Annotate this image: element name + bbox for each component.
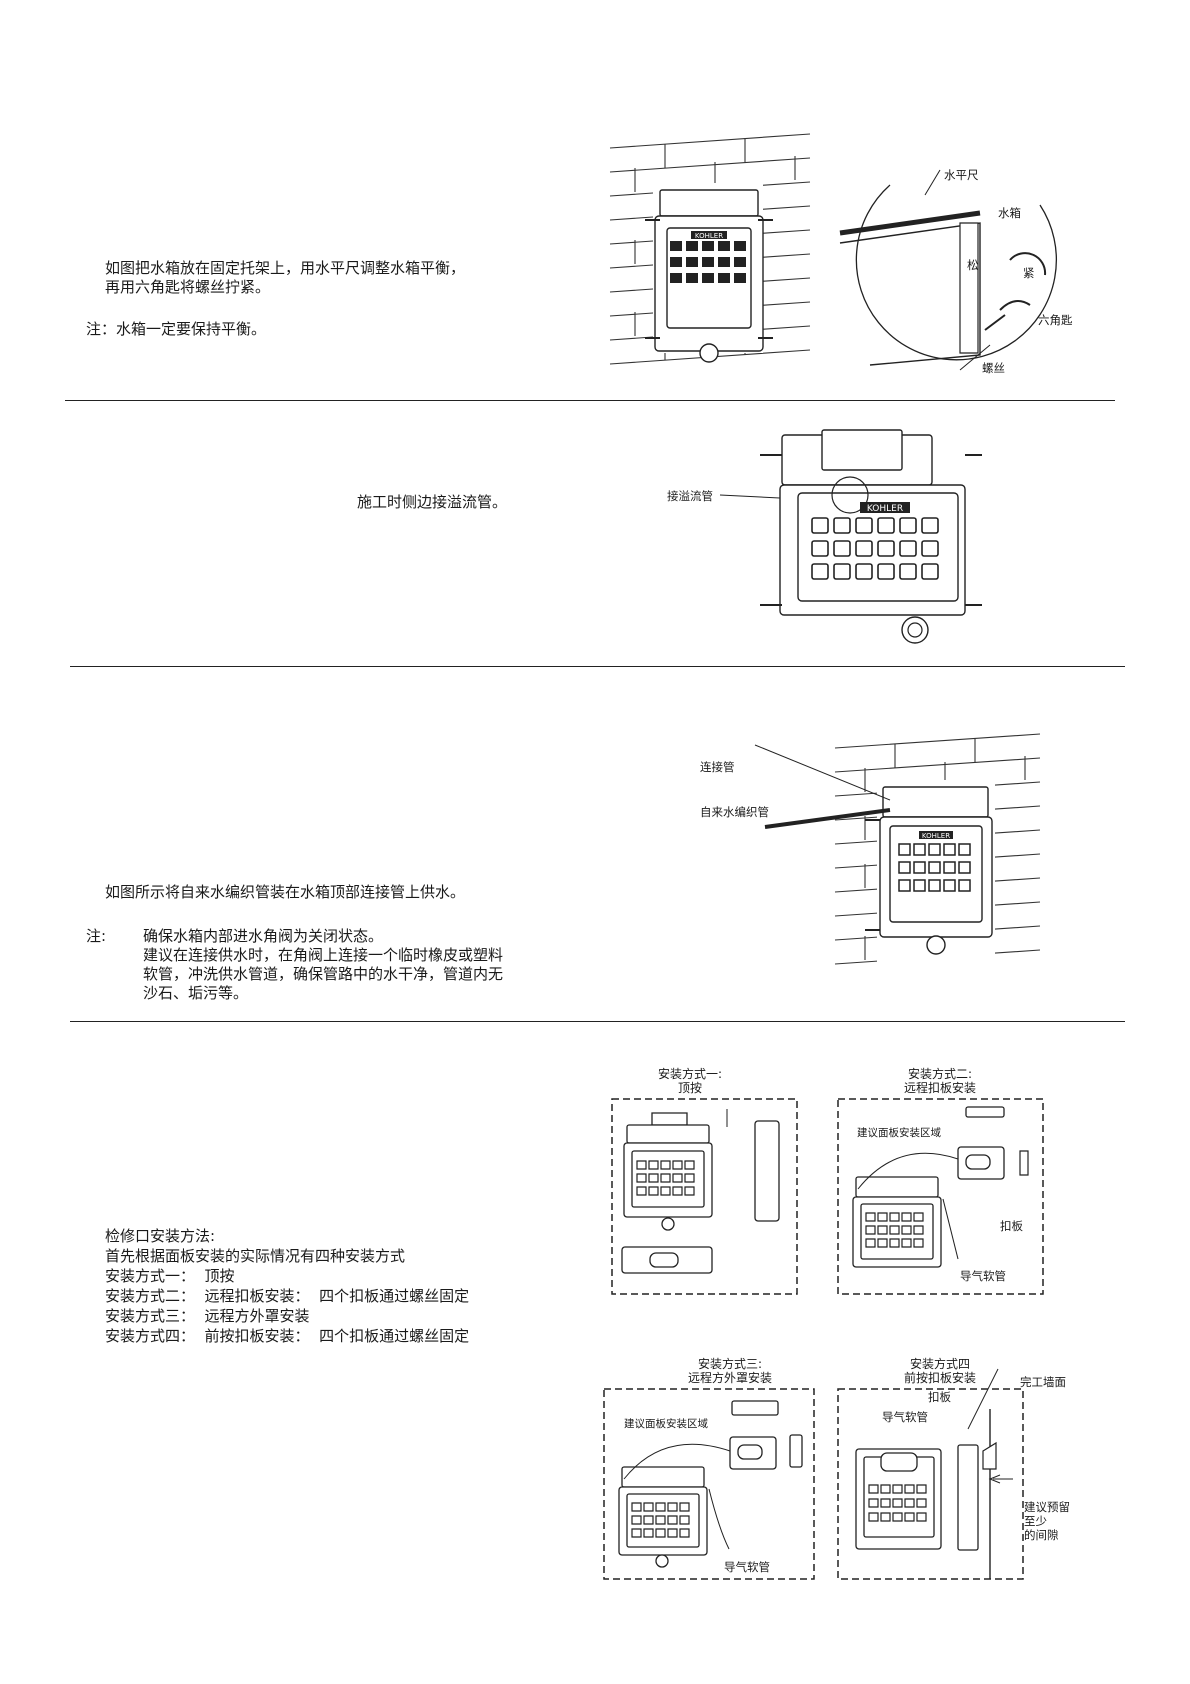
step4-method-1: 安装方式一： 顶按 (105, 1267, 235, 1285)
label-braided-hose: 自来水编织管 (700, 805, 769, 819)
step4-method-3: 安装方式三： 远程方外罩安装 (105, 1307, 310, 1325)
label-tank: 水箱 (998, 206, 1021, 220)
fig4-subtitle: 前按扣板安装 (903, 1371, 976, 1385)
section-divider-2 (70, 666, 1125, 667)
step4-method-2: 安装方式二： 远程扣板安装： 四个扣板通过螺丝固定 (105, 1287, 470, 1305)
water-supply-illustration: KOHLER (795, 730, 1045, 965)
step3-text: 如图所示将自来水编织管装在水箱顶部连接管上供水。 (105, 883, 466, 901)
step3-note2-line3: 沙石、垢污等。 (143, 984, 249, 1002)
fig4-gap-label-1: 建议预留 (1024, 1500, 1070, 1514)
label-overflow: 接溢流管 (667, 489, 713, 503)
step3-note2-line2: 软管，冲洗供水管道，确保管路中的水干净，管道内无 (143, 965, 504, 983)
section-divider-3 (70, 1021, 1125, 1022)
step4-title: 检修口安装方法: (105, 1227, 216, 1245)
fig4-wall-label: 完工墙面 (1020, 1375, 1066, 1389)
label-screw: 螺丝 (982, 361, 1005, 375)
method3-diagram (604, 1389, 814, 1579)
step3-note2-line1: 建议在连接供水时，在角阀上连接一个临时橡皮或塑料 (143, 946, 504, 964)
fig3-subtitle: 远程方外罩安装 (687, 1371, 772, 1385)
overflow-tank-illustration: KOHLER (720, 415, 982, 660)
fig2-title: 安装方式二: (907, 1067, 973, 1081)
fig4-gap-label-2: 至少 (1024, 1514, 1047, 1528)
fig3-area-label: 建议面板安装区域 (624, 1418, 708, 1430)
fig3-title: 安装方式三: (697, 1357, 763, 1371)
fig4-hose-label: 导气软管 (882, 1410, 928, 1424)
step1-note: 注：水箱一定要保持平衡。 (86, 320, 267, 338)
step4-intro: 首先根据面板安装的实际情况有四种安装方式 (105, 1247, 406, 1265)
method1-diagram (612, 1099, 797, 1294)
step1-line1: 如图把水箱放在固定托架上，用水平尺调整水箱平衡， (105, 259, 466, 277)
kohler-logo: KOHLER (695, 232, 723, 240)
label-hex-key: 六角匙 (1038, 313, 1073, 327)
label-loose: 松 (967, 258, 979, 272)
fig3-hose-label: 导气软管 (724, 1560, 770, 1574)
step3-note-prefix: 注: (86, 927, 107, 945)
level-adjustment-detail (830, 165, 1050, 380)
tank-on-wall-illustration: KOHLER (605, 128, 835, 388)
label-level: 水平尺 (944, 168, 979, 182)
section-divider-1 (65, 400, 1115, 401)
kohler-logo-2: KOHLER (867, 504, 903, 514)
fig2-area-label: 建议面板安装区域 (857, 1127, 941, 1139)
fig1-title: 安装方式一: (657, 1067, 723, 1081)
label-tight: 紧 (1023, 266, 1035, 280)
step4-method-4: 安装方式四： 前按扣板安装： 四个扣板通过螺丝固定 (105, 1327, 470, 1345)
method2-diagram (838, 1099, 1043, 1294)
fig4-title: 安装方式四 (909, 1357, 970, 1371)
fig2-subtitle: 远程扣板安装 (903, 1081, 976, 1095)
fig2-hose-label: 导气软管 (960, 1269, 1006, 1283)
step1-line2: 再用六角匙将螺丝拧紧。 (105, 278, 271, 296)
step2-text: 施工时侧边接溢流管。 (357, 493, 508, 511)
method4-diagram (838, 1389, 1023, 1579)
fig4-plate-label: 扣板 (928, 1390, 951, 1404)
fig2-plate-label: 扣板 (1000, 1219, 1023, 1233)
fig1-subtitle: 顶按 (677, 1081, 702, 1095)
fig4-gap-label-3: 的间隙 (1024, 1528, 1059, 1542)
kohler-logo-3: KOHLER (922, 832, 950, 840)
step3-note1: 确保水箱内部进水角阀为关闭状态。 (143, 927, 384, 945)
label-connector: 连接管 (700, 760, 735, 774)
